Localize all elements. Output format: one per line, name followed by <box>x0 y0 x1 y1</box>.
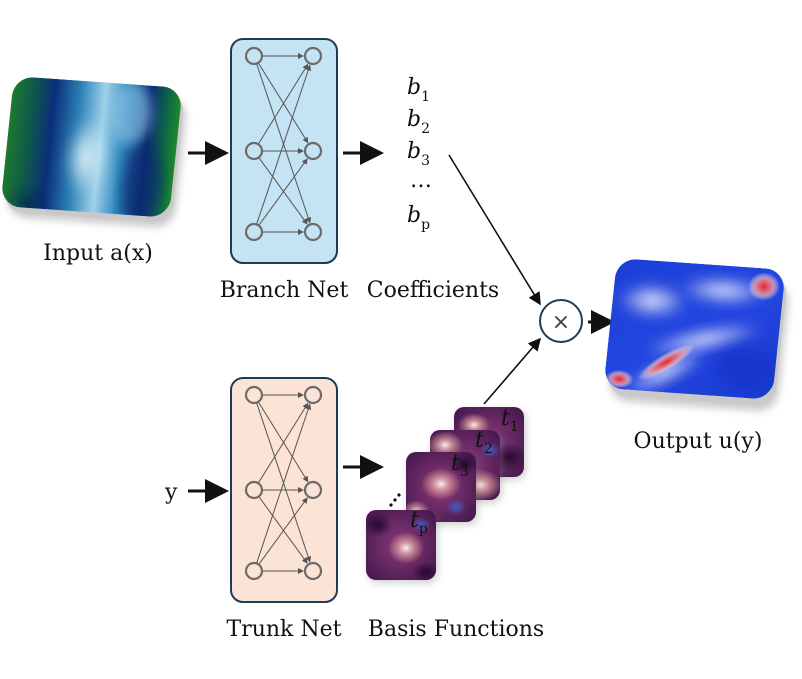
network-edge <box>257 402 309 484</box>
basis-label-tp: tp <box>410 508 428 537</box>
network-node <box>303 480 323 500</box>
coefficient-ellipsis: … <box>410 168 432 193</box>
output-field-image <box>603 258 789 411</box>
coefficient-list: b1 b2 b3 … bp <box>407 75 432 233</box>
coefficient-b1: b1 <box>407 75 430 105</box>
output-label: Output u(y) <box>634 429 763 454</box>
network-node <box>244 480 264 500</box>
network-edge <box>258 158 308 226</box>
basis-label-t3: t3 <box>451 451 469 480</box>
network-node <box>244 561 264 581</box>
network-node <box>303 385 323 405</box>
basis-ellipsis-dot <box>389 503 393 507</box>
y-input-label: y <box>164 480 178 505</box>
trunk-net-nodes <box>244 385 323 581</box>
network-edge <box>258 157 308 225</box>
basis-function-stack: t1 t2 t3 tp <box>366 406 526 583</box>
network-edge <box>256 402 312 563</box>
coefficient-b2: b2 <box>407 107 430 137</box>
input-label: Input a(x) <box>43 241 153 266</box>
network-edge <box>256 403 312 564</box>
network-edge <box>258 496 308 564</box>
basis-tile-tp <box>366 510 438 583</box>
coefficient-bp: bp <box>407 203 430 233</box>
coefficients-label: Coefficients <box>367 278 499 303</box>
trunk-net-box <box>230 377 338 603</box>
trunk-net-label: Trunk Net <box>227 617 342 642</box>
network-node <box>244 385 264 405</box>
branch-net-edges <box>256 53 312 235</box>
multiply-operator: × <box>539 299 583 343</box>
branch-net-label: Branch Net <box>220 278 349 303</box>
network-node <box>303 222 323 242</box>
network-edge <box>256 63 312 224</box>
network-node <box>303 561 323 581</box>
network-edge <box>257 62 309 144</box>
basis-ellipsis-dot <box>397 493 401 497</box>
trunk-net-edges <box>256 392 312 574</box>
network-edge <box>256 64 312 225</box>
arrow-coefficients-to-multiply <box>448 154 541 306</box>
branch-net-box <box>230 38 338 264</box>
network-node <box>303 46 323 66</box>
basis-label-t1: t1 <box>501 406 519 435</box>
network-edge <box>257 401 309 483</box>
network-node <box>244 222 264 242</box>
input-field-image <box>0 76 186 227</box>
coefficient-b3: b3 <box>407 139 430 169</box>
network-node <box>244 46 264 66</box>
basis-functions-label: Basis Functions <box>368 617 544 642</box>
network-edge <box>257 63 309 145</box>
basis-ellipsis-dot <box>393 498 397 502</box>
network-edge <box>258 497 308 565</box>
multiply-symbol: × <box>552 310 570 335</box>
basis-label-t2: t2 <box>475 428 493 457</box>
branch-net-nodes <box>244 46 323 242</box>
network-node <box>303 141 323 161</box>
network-node <box>244 141 264 161</box>
arrow-basis-to-multiply <box>483 337 542 405</box>
